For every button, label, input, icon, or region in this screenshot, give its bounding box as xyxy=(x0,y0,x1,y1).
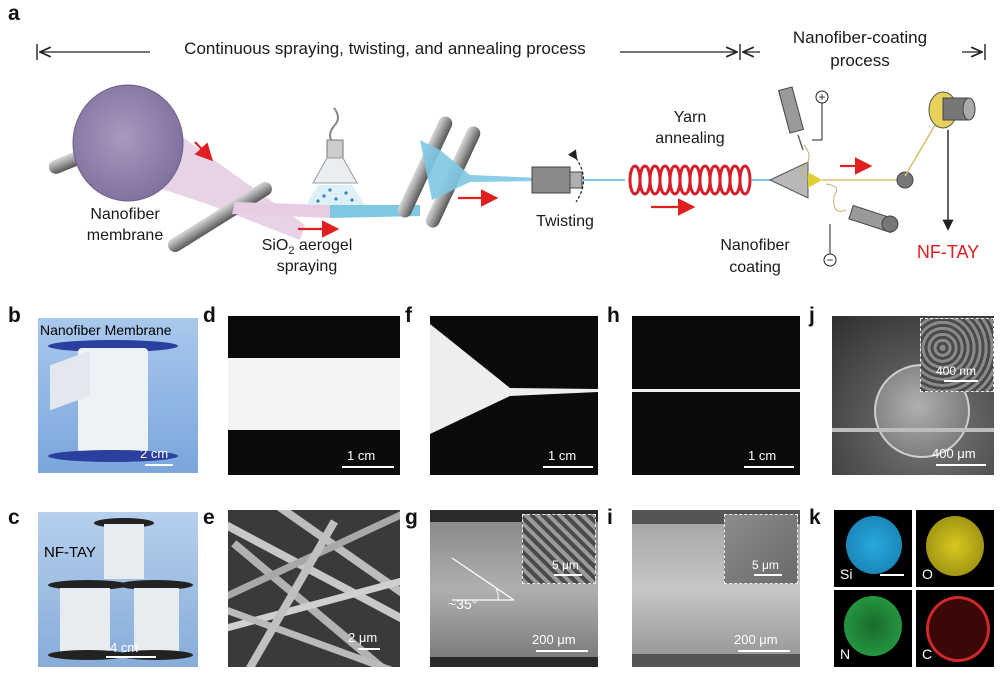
panel-d-photo xyxy=(228,316,400,475)
panel-g-angle: ~35° xyxy=(448,596,478,612)
panel-label-k: k xyxy=(809,506,821,529)
schematic-svg xyxy=(36,44,986,267)
panel-j-scalebar xyxy=(936,464,986,466)
panel-label-d: d xyxy=(203,304,216,327)
panel-b-photo xyxy=(38,318,198,473)
nanofiber-membrane-line2: membrane xyxy=(86,227,164,244)
twisting-motor-graphic xyxy=(531,149,625,203)
panel-k-si-label: Si xyxy=(840,566,853,582)
panel-g-sem xyxy=(430,510,598,667)
panel-d-scale: 1 cm xyxy=(347,448,376,463)
coating-assembly-graphic xyxy=(768,86,976,267)
nanofiber-coating-line1: Nanofiber xyxy=(720,237,790,254)
plus-sign: + xyxy=(818,90,826,104)
panel-e-sem xyxy=(228,510,400,667)
panel-i-scale: 200 μm xyxy=(734,632,778,647)
panel-h-scale: 1 cm xyxy=(748,448,777,463)
panel-label-c: c xyxy=(8,506,20,529)
panel-g-inset-scale: 5 μm xyxy=(552,558,579,572)
yarn-annealing-line1: Yarn xyxy=(673,109,707,126)
panel-g-inset-scalebar xyxy=(554,574,582,576)
panel-i-inset-scale: 5 μm xyxy=(752,558,779,572)
panel-k-n-map xyxy=(834,590,912,667)
panel-k-c-label: C xyxy=(922,646,933,662)
panel-label-h: h xyxy=(607,304,620,327)
panel-label-i: i xyxy=(607,506,613,529)
panel-label-e: e xyxy=(203,506,215,529)
panel-k-si-map xyxy=(834,510,912,587)
minus-sign: − xyxy=(826,253,834,267)
membrane-roll-graphic xyxy=(48,84,420,253)
sio2-label-line2: spraying xyxy=(276,258,338,275)
panel-j-sem xyxy=(832,316,994,475)
panel-k-c-map xyxy=(916,590,994,667)
panel-k-scalebar xyxy=(880,574,904,576)
panel-b-scalebar xyxy=(145,464,173,466)
panel-label-a: a xyxy=(8,2,20,25)
nanofiber-coating-line2: coating xyxy=(729,259,781,276)
process-main-label: Continuous spraying, twisting, and annea… xyxy=(184,39,586,58)
panel-c-photo xyxy=(38,512,198,667)
panel-k-o-label: O xyxy=(922,566,933,582)
panel-f-photo xyxy=(430,316,598,475)
panel-k-n-label: N xyxy=(840,646,851,662)
panel-d-scalebar xyxy=(342,466,394,468)
panel-b-title: Nanofiber Membrane xyxy=(40,322,172,338)
panel-c-scalebar xyxy=(106,656,156,658)
nf-tay-label: NF-TAY xyxy=(916,242,980,262)
panel-i-scalebar xyxy=(738,650,790,652)
panel-h-photo xyxy=(632,316,800,475)
panel-label-g: g xyxy=(405,506,418,529)
twisting-label: Twisting xyxy=(536,213,594,230)
panel-label-f: f xyxy=(405,304,412,327)
panel-j-inset-scale: 400 nm xyxy=(936,364,977,378)
panel-i-sem xyxy=(632,510,800,667)
panel-g-scalebar xyxy=(536,650,588,652)
panel-e-scale: 2 μm xyxy=(348,630,378,645)
process-coating-line2: process xyxy=(830,51,890,70)
panel-j-inset-scalebar xyxy=(944,380,978,382)
panel-f-scalebar xyxy=(543,466,593,468)
panel-c-scale: 4 cm xyxy=(110,640,139,655)
panel-e-scalebar xyxy=(358,648,380,650)
panel-label-b: b xyxy=(8,304,21,327)
yarn-annealing-line2: annealing xyxy=(655,130,725,147)
nanofiber-membrane-line1: Nanofiber xyxy=(90,206,160,223)
spray-nozzle-graphic xyxy=(306,107,365,205)
panel-g-angle-graphic xyxy=(451,557,515,601)
panel-j-scale: 400 μm xyxy=(932,446,976,461)
annealing-coil-graphic xyxy=(628,164,752,196)
panel-f-scale: 1 cm xyxy=(548,448,577,463)
panel-g-scale: 200 μm xyxy=(532,632,576,647)
panel-label-j: j xyxy=(809,304,815,327)
panel-h-scalebar xyxy=(744,466,794,468)
twisting-rollers-graphic xyxy=(397,116,540,228)
panel-i-inset-scalebar xyxy=(754,574,782,576)
panel-k-o-map xyxy=(916,510,994,587)
panel-b-scale: 2 cm xyxy=(140,446,169,461)
panel-c-title: NF-TAY xyxy=(44,544,96,561)
sio2-label-line1: SiO2 aerogel xyxy=(261,237,353,258)
process-coating-line1: Nanofiber-coating xyxy=(792,28,928,47)
